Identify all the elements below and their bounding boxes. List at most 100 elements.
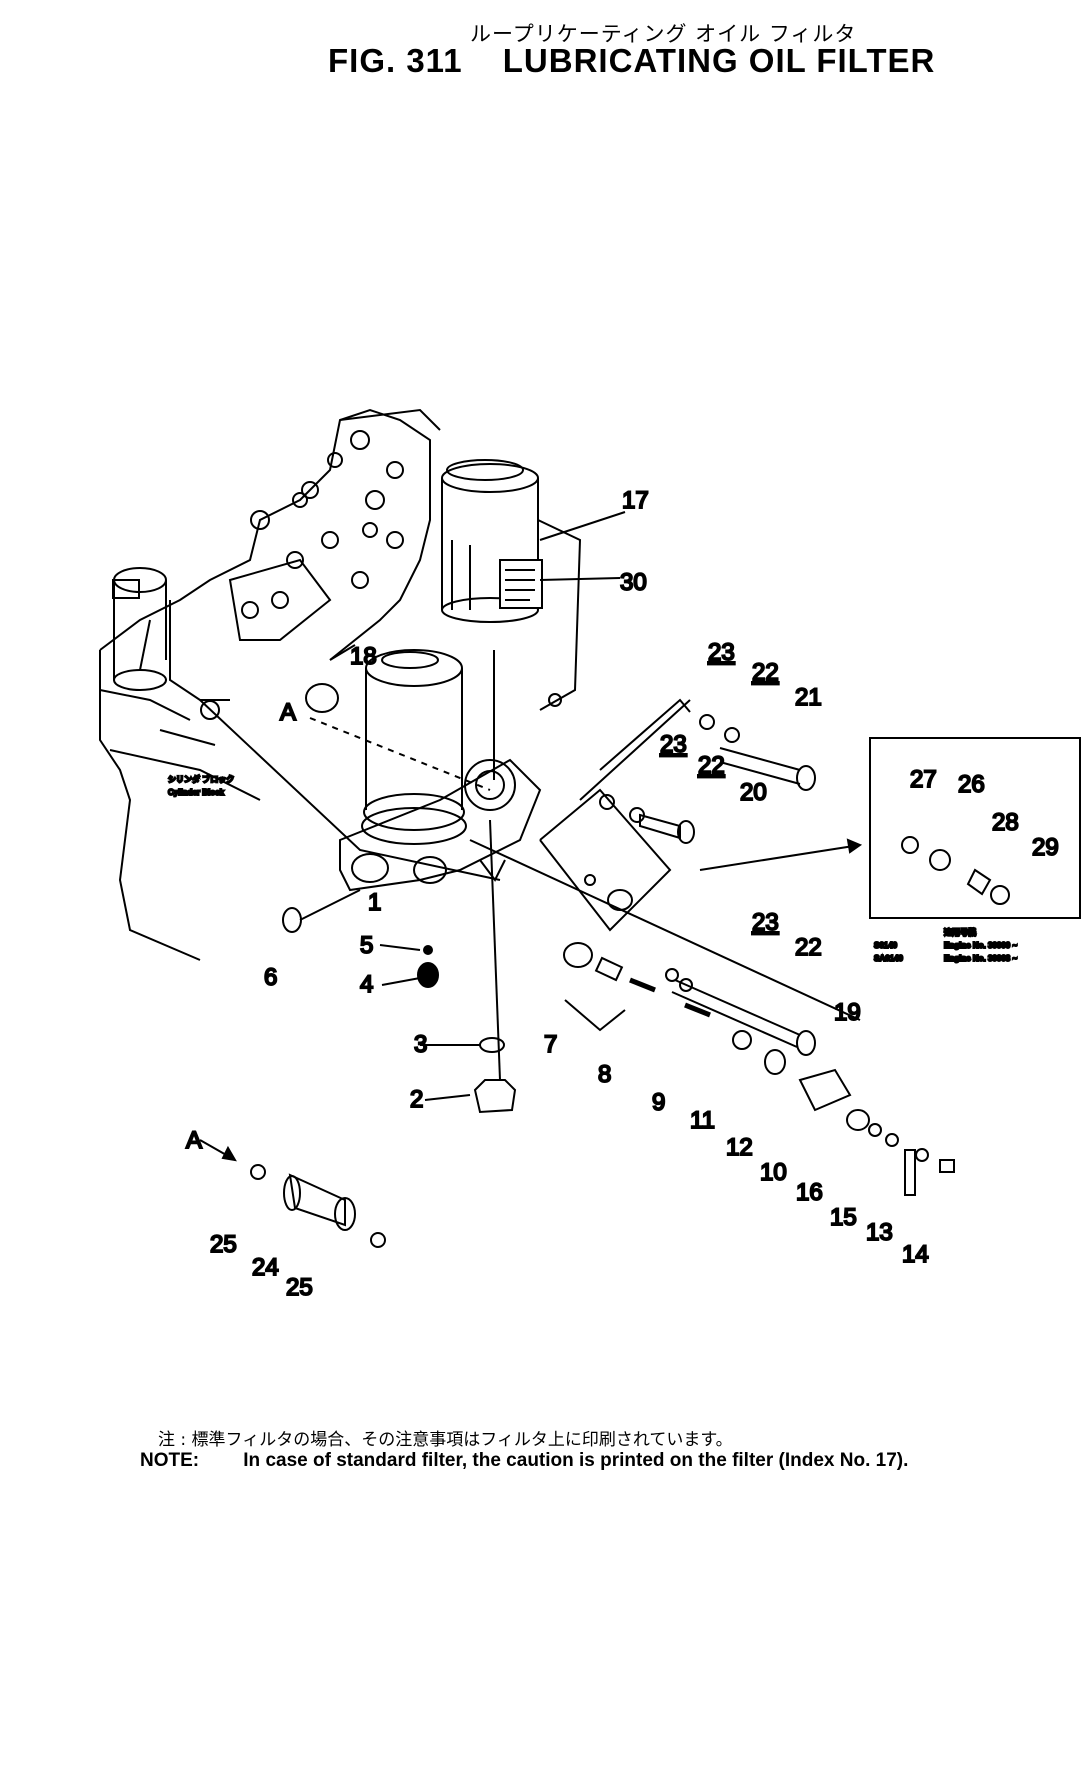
- arrow-tag-a-detail: A: [186, 1127, 202, 1154]
- bolt-20: [639, 813, 695, 844]
- part-label-25a: 25: [210, 1231, 237, 1258]
- arrow-tag-a: A: [280, 699, 296, 726]
- washer-15: [868, 1123, 882, 1137]
- inset-serial-model-2: SA6140: [874, 954, 903, 963]
- inset-leader: [699, 844, 861, 871]
- part-label-2: 2: [410, 1086, 423, 1113]
- leader-30: [539, 577, 621, 581]
- part-label-13a: 13: [866, 1219, 893, 1246]
- o-ring-18: [305, 683, 339, 713]
- ring-25-a: [250, 1164, 266, 1180]
- part-label-12: 12: [726, 1134, 753, 1161]
- drain-plug-2: [473, 1079, 517, 1114]
- part-29-shape: [990, 885, 1010, 905]
- footnote-label: NOTE:: [140, 1450, 200, 1471]
- footnote-jp-text: 標準フィルタの場合、その注意事項はフィルタ上に印刷されています。: [191, 1430, 733, 1450]
- valve-panel-outline: [539, 788, 672, 932]
- part-label-30: 30: [620, 569, 647, 596]
- part-label-18: 18: [350, 643, 377, 670]
- part-label-16: 16: [796, 1179, 823, 1206]
- part-27-shape: [901, 836, 919, 854]
- plug-4: [417, 962, 439, 988]
- washer-23-a: [699, 714, 715, 730]
- part-label-27: 27: [910, 766, 937, 793]
- part-label-3: 3: [414, 1031, 427, 1058]
- figure-title: FIG. 311 LUBRICATING OIL FILTER: [328, 42, 935, 80]
- piston-8: [594, 956, 624, 982]
- leader-18: [329, 644, 356, 661]
- inset-serial-engine-1: Engine No. 30000 ~: [944, 941, 1017, 950]
- part-label-14: 14: [902, 1241, 929, 1268]
- cap-13: [939, 1159, 955, 1173]
- part-label-23c: 23: [752, 909, 779, 936]
- adapter-24: [288, 1173, 346, 1227]
- figure-number: FIG. 311: [328, 42, 463, 79]
- cylinder-block-drawing: [99, 408, 501, 961]
- cylinder-block-label: Cylinder Block: [168, 788, 225, 797]
- gasket-11: [732, 1030, 752, 1050]
- adapter-24-end: [283, 1175, 301, 1211]
- part-label-21: 21: [795, 684, 822, 711]
- part-label-22a: 22: [752, 659, 779, 686]
- arrow-a-leader: [309, 717, 491, 791]
- footnote-jp-label: 注 :: [158, 1430, 187, 1450]
- part-label-19: 19: [834, 999, 861, 1026]
- part-label-23b: 23: [660, 731, 687, 758]
- adapter-24-end-b: [334, 1197, 356, 1231]
- part-label-1: 1: [368, 889, 381, 916]
- plug-10: [798, 1068, 852, 1112]
- bolt-19: [671, 979, 816, 1056]
- part-label-9: 9: [652, 1089, 665, 1116]
- panel-upper-line: [599, 698, 691, 771]
- leader-17: [539, 511, 626, 541]
- ring-16: [846, 1109, 870, 1131]
- leader-2: [424, 1094, 471, 1101]
- part-label-17: 17: [622, 487, 649, 514]
- leader-4: [381, 977, 421, 986]
- part-26-shape: [929, 849, 951, 871]
- part-label-23a: 23: [708, 639, 735, 666]
- inset-box: [869, 737, 1081, 919]
- leader-5: [379, 944, 421, 951]
- ball-5-panel: [584, 874, 596, 886]
- plug-6: [282, 907, 302, 933]
- part-label-7: 7: [544, 1031, 557, 1058]
- part-label-10: 10: [760, 1159, 787, 1186]
- cylinder-block-label-jp: シリンダ ブロック: [168, 774, 234, 784]
- leader-8-bracket: [564, 999, 626, 1032]
- figure-title-japanese: ループリケーティング オイル フィルタ: [470, 22, 857, 46]
- part-label-29: 29: [1032, 834, 1059, 861]
- washer-22-a: [724, 727, 740, 743]
- shim-14: [904, 1149, 916, 1196]
- ring-12: [764, 1049, 786, 1075]
- part-label-15: 15: [830, 1204, 857, 1231]
- rear-filter-cartridge: [441, 459, 582, 711]
- inset-serial-header: 適用号機: [944, 927, 976, 937]
- ball-5: [423, 945, 433, 955]
- washer-13-a: [885, 1133, 899, 1147]
- part-label-24: 24: [252, 1254, 279, 1281]
- washer-13-b: [915, 1148, 929, 1162]
- part-label-22b: 22: [698, 752, 725, 779]
- inset-serial-engine-2: Engine No. 30003 ~: [944, 954, 1017, 963]
- inset-serial-model-1: S6140: [874, 941, 898, 950]
- part-label-6: 6: [264, 964, 277, 991]
- front-filter-cartridge: [361, 649, 467, 845]
- washer-22-c: [679, 978, 693, 992]
- part-label-4: 4: [360, 971, 373, 998]
- part-28-shape: [966, 868, 992, 896]
- washer-22-b: [629, 807, 645, 823]
- footnote-text: In case of standard filter, the caution …: [243, 1450, 909, 1471]
- arrow-a-head: [221, 1145, 237, 1162]
- part-label-28: 28: [992, 809, 1019, 836]
- washer-23-c: [665, 968, 679, 982]
- inset-leader-arrow: [846, 838, 863, 854]
- part-label-22c: 22: [795, 934, 822, 961]
- leader-6: [299, 889, 361, 921]
- ring-25-b: [370, 1232, 386, 1248]
- plug-7: [563, 942, 593, 968]
- spring-8: [629, 977, 656, 993]
- part-label-5: 5: [360, 932, 373, 959]
- gasket-3: [479, 1037, 505, 1053]
- part-label-20: 20: [740, 779, 767, 806]
